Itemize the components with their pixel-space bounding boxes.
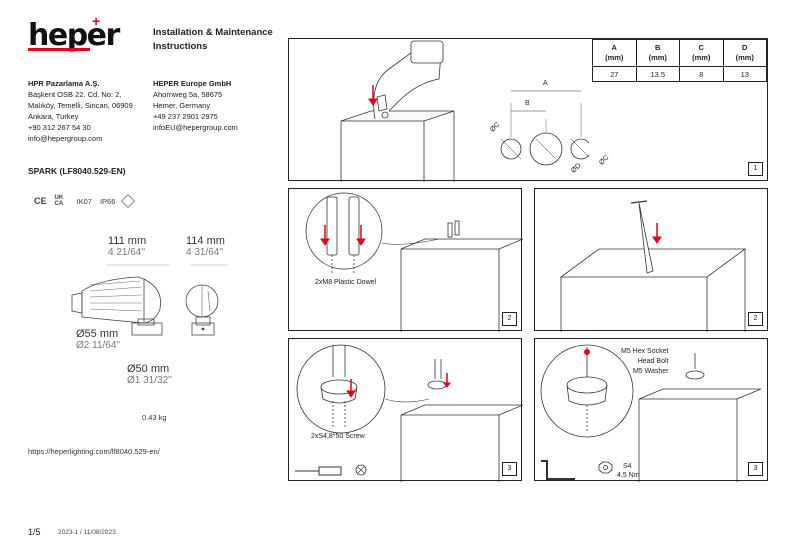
- phone-tr: +90 312 267 54 30: [28, 123, 91, 132]
- dowel-illustration: [305, 192, 523, 332]
- email-tr[interactable]: info@hepergroup.com: [28, 134, 103, 143]
- dia50-in: Ø1 31/32'': [127, 375, 172, 386]
- title-line-2: Instructions: [153, 41, 208, 52]
- title-line-1: Installation & Maintenance: [153, 27, 273, 38]
- diameter55-dimension: Ø55 mm Ø2 11/64'': [76, 328, 121, 352]
- bolt-caption: M5 Hex Socket Head Bolt M5 Washer: [621, 347, 668, 377]
- torque-value: 4,5 Nm: [617, 472, 640, 479]
- address-europe: HEPER Europe GmbH Ahornweg 5a, 58675 Hem…: [153, 78, 273, 133]
- ce-mark-icon: CE: [34, 196, 47, 206]
- label-a: A: [543, 80, 548, 87]
- label-c2: ØC: [598, 154, 611, 167]
- bolt-caption-line: M5 Hex Socket: [621, 348, 669, 355]
- dowel-caption: 2xM8 Plastic Dowel: [315, 279, 377, 286]
- address-line: Malıköy, Temelli, Sincan, 06909: [28, 101, 133, 110]
- product-drawing: [71, 264, 228, 336]
- length-mm: 111 mm: [108, 235, 147, 247]
- company-name-eu: HEPER Europe GmbH: [153, 79, 232, 88]
- table-cell: 13: [722, 66, 767, 82]
- weight: 0.43 kg: [142, 413, 167, 422]
- spike-illustration: [559, 200, 747, 332]
- screw-caption: 2xS4,8*50 Screw: [311, 433, 365, 440]
- height-mm: 114 mm: [186, 235, 225, 247]
- tool-size: S4: [623, 463, 632, 470]
- step-panel-2b: 2: [534, 188, 768, 332]
- label-b: B: [525, 100, 530, 107]
- email-eu[interactable]: infoEU@hepergroup.com: [153, 123, 238, 132]
- bolt-caption-line: M5 Washer: [632, 368, 669, 375]
- drill-illustration: [340, 40, 589, 182]
- step-panel-1: A(mm) B(mm) C(mm) D(mm) 27 13.5 8 13: [288, 38, 768, 182]
- revision-date: 2023-1 / 11/08/2023: [58, 529, 116, 536]
- dia55-mm: Ø55 mm: [76, 328, 119, 340]
- ik-rating: IK07: [76, 196, 92, 206]
- page-number: 1/5: [28, 527, 41, 537]
- address-line: Hemer, Germany: [153, 101, 211, 110]
- table-header: B(mm): [635, 39, 680, 67]
- table-cell: 27: [592, 66, 637, 82]
- step-panel-3a: 2xS4,8*50 Screw 3: [288, 338, 523, 482]
- table-cell: 13.5: [635, 66, 680, 82]
- step-panel-3b: M5 Hex Socket Head Bolt M5 Washer S4 4,5…: [534, 338, 768, 482]
- document-title: Installation & Maintenance Instructions: [153, 26, 293, 54]
- address-line: Ahornweg 5a, 58675: [153, 90, 223, 99]
- length-dimension: 111 mm 4 21/64'': [108, 235, 147, 259]
- step-number: 1: [748, 162, 763, 176]
- logo-underline: [28, 48, 90, 51]
- step-panel-2a: 2xM8 Plastic Dowel 2: [288, 188, 523, 332]
- dia50-mm: Ø50 mm: [127, 363, 170, 375]
- table-header: C(mm): [679, 39, 724, 67]
- step-number: 2: [502, 312, 517, 326]
- address-turkey: HPR Pazarlama A.Ş. Başkent OSB 22. Cd. N…: [28, 78, 148, 144]
- address-line: Ankara, Turkey: [28, 112, 79, 121]
- table-header: A(mm): [592, 39, 637, 67]
- logo-plus-mark: +: [92, 13, 101, 29]
- screw-illustration: [295, 344, 523, 482]
- table-header: D(mm): [722, 39, 767, 67]
- ip-rating: IP66: [99, 196, 116, 206]
- table-cell: 8: [679, 66, 724, 82]
- step-number: 3: [502, 462, 517, 476]
- product-name: SPARK (LF8040.529-EN): [28, 166, 126, 176]
- certification-marks: CE UK CA IK07 IP66: [34, 193, 136, 209]
- ukca-mark-icon: UK CA: [54, 195, 64, 207]
- length-in: 4 21/64'': [108, 247, 146, 258]
- company-name-tr: HPR Pazarlama A.Ş.: [28, 79, 100, 88]
- product-url-link[interactable]: https://heperlighting.com/lf8040.529-en/: [28, 447, 160, 456]
- height-dimension: 114 mm 4 31/64'': [186, 235, 225, 259]
- height-in: 4 31/64'': [186, 247, 224, 258]
- phone-eu: +49 237 2901 2975: [153, 112, 218, 121]
- address-line: Başkent OSB 22. Cd. No: 2,: [28, 90, 122, 99]
- bolt-caption-line: Head Bolt: [637, 358, 669, 365]
- dimension-table: A(mm) B(mm) C(mm) D(mm) 27 13.5 8 13: [592, 39, 767, 82]
- step-number: 2: [748, 312, 763, 326]
- bolt-illustration: [540, 344, 762, 482]
- class-symbol-icon: [121, 193, 136, 209]
- diameter50-dimension: Ø50 mm Ø1 31/32'': [127, 363, 172, 387]
- dia55-in: Ø2 11/64'': [76, 340, 121, 351]
- step-number: 3: [748, 462, 763, 476]
- heper-logo: heper: [28, 18, 120, 53]
